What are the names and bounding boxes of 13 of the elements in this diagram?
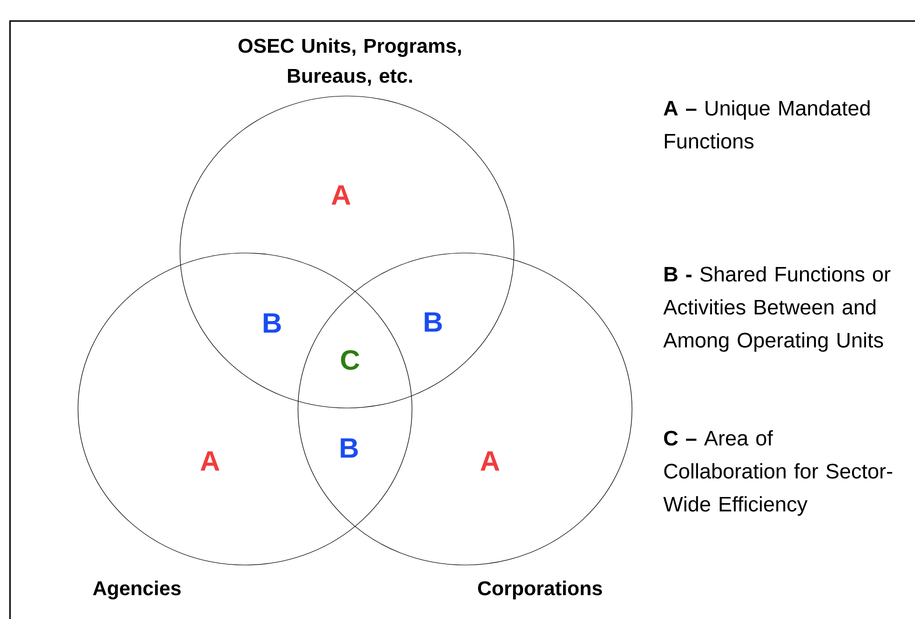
legend-text: C – Area of Collaboration for Sector-Wide Efficiency — [663, 430, 892, 516]
region-letter: B — [340, 438, 358, 458]
region-letter: A — [332, 185, 350, 205]
circle-label: Corporations — [478, 580, 602, 600]
region-letter: C — [341, 350, 360, 370]
region-letter: B — [264, 313, 281, 333]
circle-label: Agencies — [93, 580, 181, 600]
legend-text: B - Shared Functions or Activities Between and Among Operating Units — [663, 266, 890, 352]
region-letter: B — [424, 312, 442, 332]
legend-text: A – Unique Mandated Functions — [664, 100, 870, 149]
region-letter: A — [480, 451, 500, 471]
circle-label: OSEC Units, Programs, Bureaus, etc. — [238, 38, 461, 86]
region-letter: A — [200, 451, 220, 471]
